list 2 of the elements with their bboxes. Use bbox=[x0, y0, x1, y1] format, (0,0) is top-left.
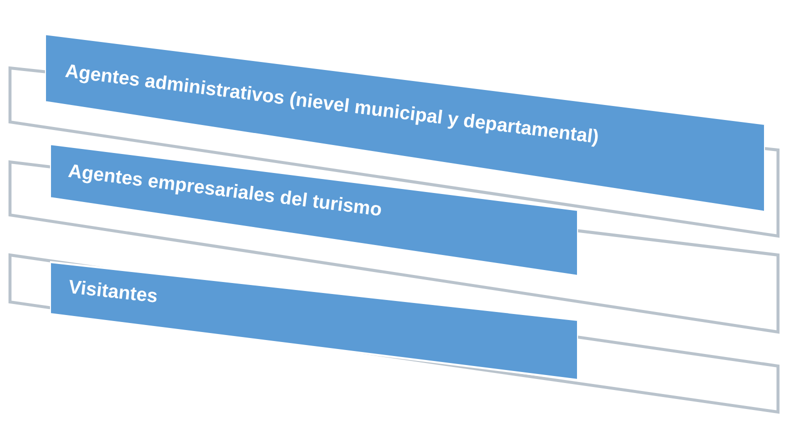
band-label: Visitantes bbox=[66, 276, 159, 310]
band-label: Agentes empresariales del turismo bbox=[66, 160, 384, 223]
